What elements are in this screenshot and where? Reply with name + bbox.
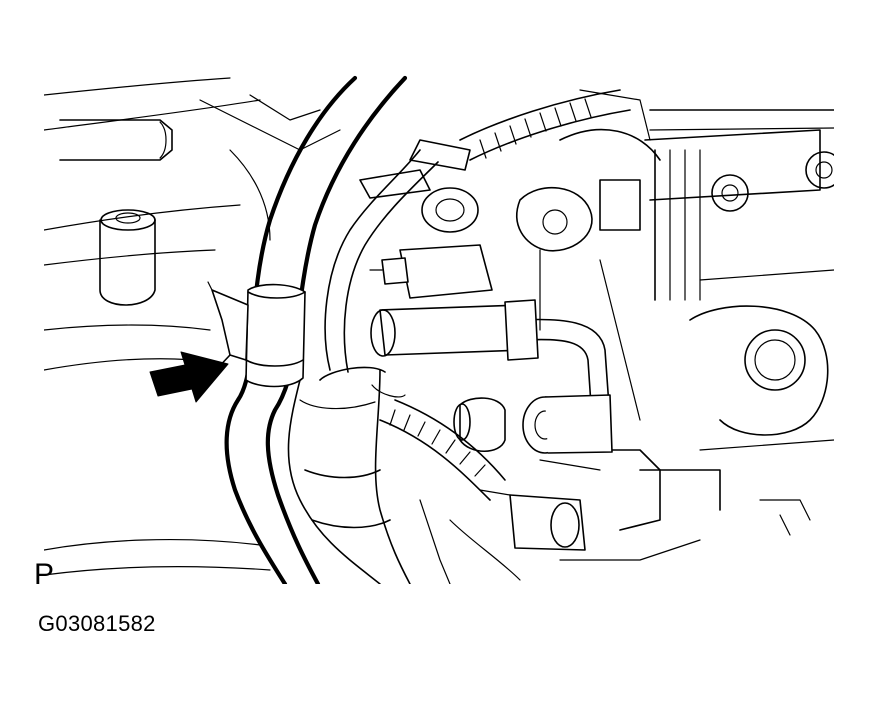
wire-harness-upper [359, 89, 631, 233]
rubber-hose-bend [287, 366, 411, 584]
ribbed-hose [379, 399, 506, 501]
thin-tube [324, 149, 439, 373]
sensor-connector [369, 244, 493, 299]
engine-right-details [516, 89, 834, 561]
engine-block-background [44, 77, 341, 576]
figure-id: G03081582 [38, 611, 156, 636]
view-letter: P [34, 558, 55, 591]
hose-clamp [207, 281, 306, 388]
metal-pipe-assembly [370, 299, 613, 454]
black-arrow-icon [149, 351, 229, 403]
lower-bracket [419, 489, 586, 584]
